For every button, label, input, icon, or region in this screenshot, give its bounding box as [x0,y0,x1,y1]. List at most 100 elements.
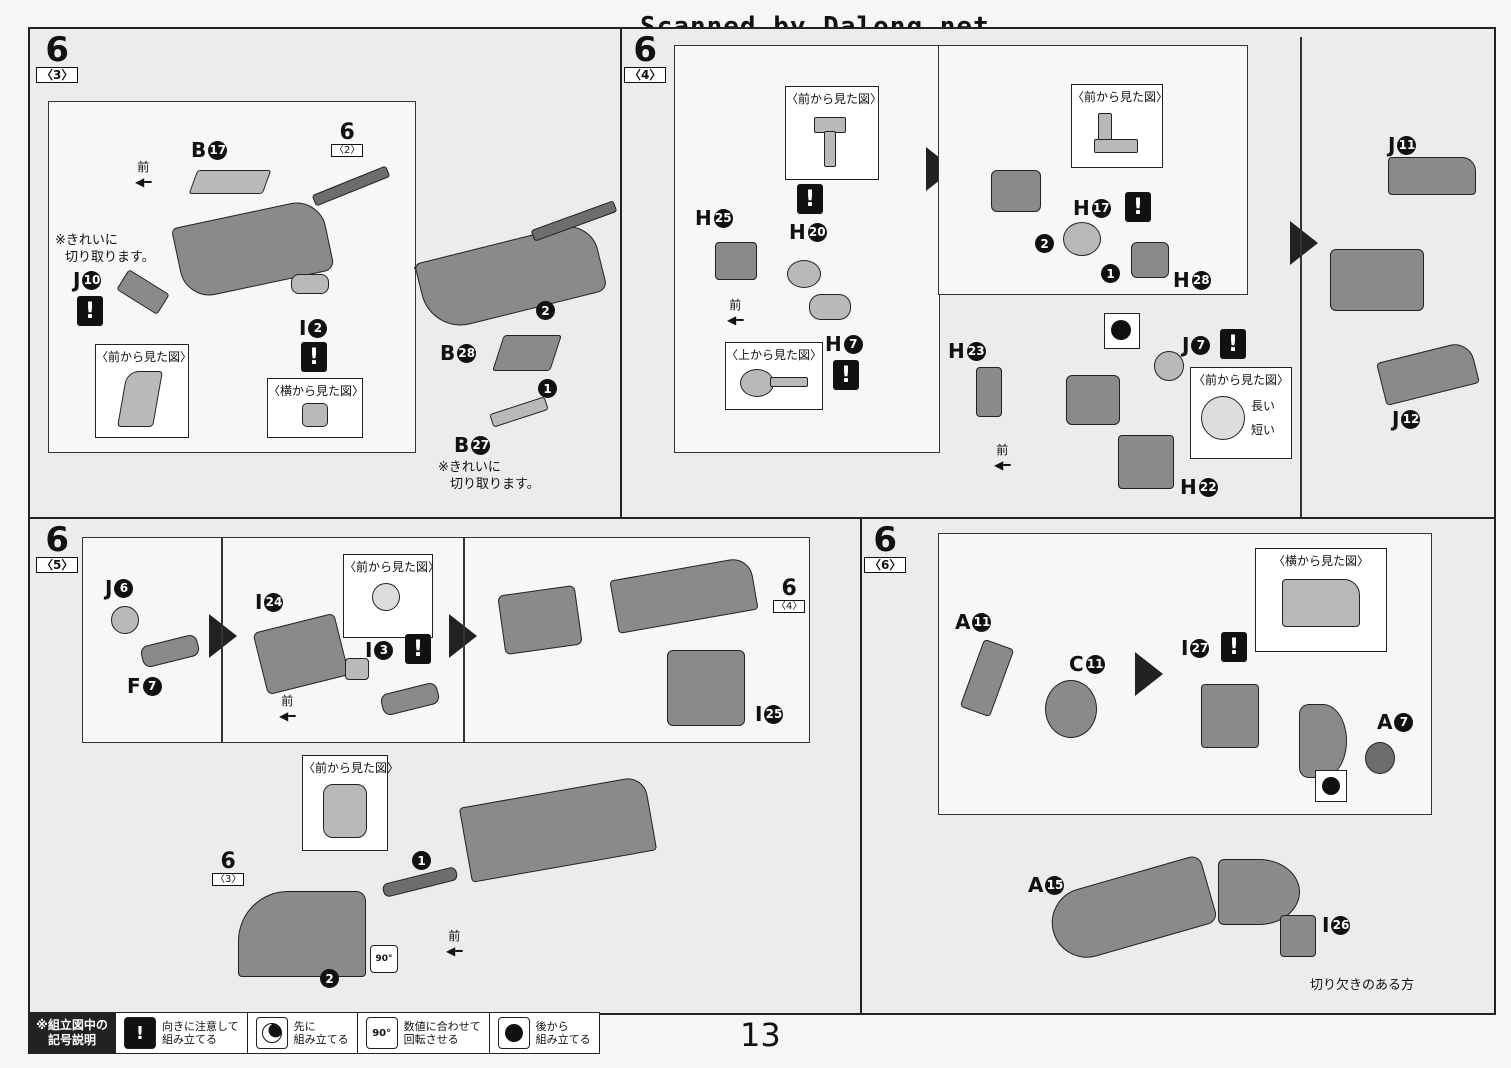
part-I26 [1280,915,1316,957]
part-H7 [809,294,851,320]
clean-cut-note-2: ※きれいに切り取ります。 [438,460,540,492]
short-label: 短い [1251,423,1276,437]
legend-title: ※組立図中の記号説明 [29,1013,115,1053]
side-view-inset: 〈横から見た図〉 [267,378,364,438]
part-F7 [139,633,201,669]
legend-item-rotate: 90° 数値に合わせて回転させる [356,1013,489,1053]
front-view-stem [824,131,836,167]
step-arrow [1290,221,1318,265]
part-A7 [1365,742,1395,774]
part-B28 [492,335,562,371]
direction-front: 前◀━ [279,694,296,723]
part-I2 [291,274,329,294]
long-label: 長い [1251,399,1276,413]
sequence-mark-2: 2 [320,969,339,988]
part-J6 [111,606,139,634]
front-view-inset: 〈前から見た図〉 [1071,84,1168,168]
joint-assembly [497,584,583,656]
direction-front: 前◀━ [135,160,152,189]
sub-part-arm [379,681,441,717]
direction-front: 前◀━ [446,929,463,958]
sequence-mark-2: 2 [536,301,555,320]
part-J10 [116,269,170,315]
warning-icon: ! [301,342,327,372]
assembled-joint [1066,375,1120,425]
warning-icon: ! [833,360,859,390]
part-H20 [787,260,821,288]
top-view-stem [770,377,808,387]
part-H23 [976,367,1002,417]
front-view-inset-j7: 〈前から見た図〉 長い 短い [1190,367,1292,459]
part-I27 [1201,684,1259,748]
side-view-inset: 〈横から見た図〉 [1255,548,1387,652]
step-arrow [209,614,237,658]
part-H28 [1131,242,1169,278]
divider [463,538,465,742]
warning-icon: ! [77,296,103,326]
warning-icon: ! [797,184,823,214]
rotate-90-icon: 90° [370,945,398,973]
warning-icon: ! [1220,329,1246,359]
part-I24 [252,612,350,696]
part-J7 [1154,351,1184,381]
sequence-mark-1: 1 [412,851,431,870]
later-assemble-inset [1104,313,1140,349]
later-assemble-inset [1315,770,1347,802]
booster-assembly [609,556,759,634]
ref-step-6-4: 6 〈4〉 [773,578,806,613]
first-assemble-icon [255,1017,288,1049]
top-view-part [740,369,774,397]
part-J11 [1388,157,1476,195]
part-J12 [1376,340,1480,406]
part-I25 [667,650,745,726]
sequence-mark-1: 1 [538,379,557,398]
j7-front-disc [1201,396,1245,440]
part-C11 [1045,680,1097,738]
top-view-inset: 〈上から見た図〉 [725,342,823,410]
side-view-part [302,403,328,427]
step-badge-6-3: 6 〈3〉 [36,33,79,83]
sequence-mark-1: 1 [1101,264,1120,283]
step-badge-6-6: 6 〈6〉 [864,523,907,573]
front-view-base [1094,139,1138,153]
ref-step-6-2: 6 〈2〉 [331,122,364,157]
front-view-inset: 〈前から見た図〉 [343,554,440,638]
later-assemble-icon [1111,320,1131,340]
assembled-block [1330,249,1424,311]
direction-front: 前◀━ [994,443,1011,472]
legend-item-first: 先に組み立てる [246,1013,357,1053]
front-view-part [117,371,163,427]
cylinder-part [1299,704,1347,778]
front-view-inset: 〈前から見た図〉 [95,344,192,438]
part-A11 [959,638,1015,718]
hull-assembly [238,891,366,977]
step-badge-6-5: 6 〈5〉 [36,523,79,573]
symbol-legend: ※組立図中の記号説明 ! 向きに注意して組み立てる 先に組み立てる 90° 数値… [28,1012,600,1054]
direction-front: 前◀━ [727,298,744,327]
